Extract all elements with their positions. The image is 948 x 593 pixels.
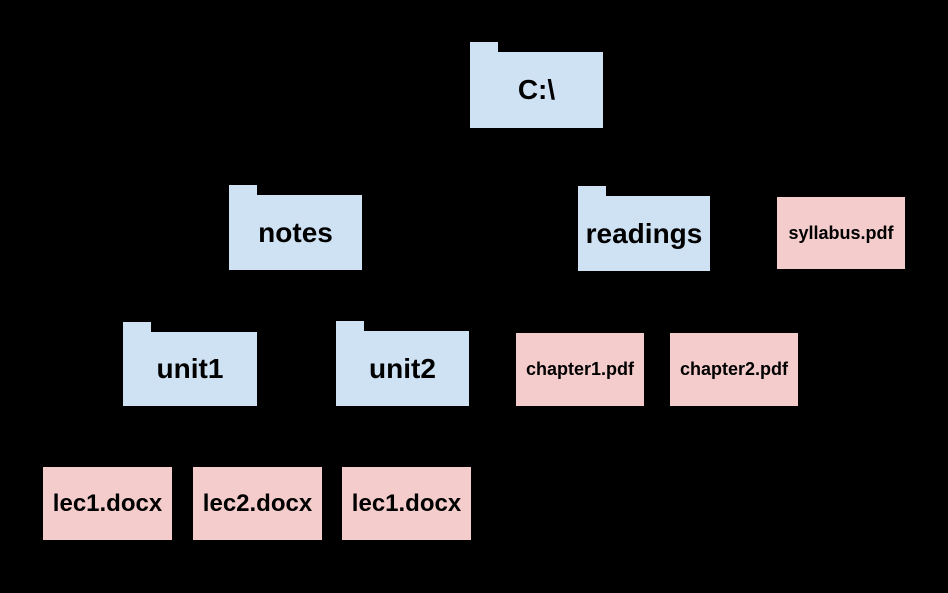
file-syllabus-pdf: syllabus.pdf <box>777 197 905 269</box>
folder-unit1-label: unit1 <box>156 353 224 384</box>
folder-c-drive: C:\ <box>470 42 603 128</box>
folder-unit1: unit1 <box>123 322 257 406</box>
folder-readings: readings <box>578 186 710 271</box>
file-lec1-docx-unit1: lec1.docx <box>43 467 172 540</box>
file-lec2-docx-unit1-label: lec2.docx <box>202 489 313 517</box>
file-lec1-docx-unit2: lec1.docx <box>342 467 471 540</box>
file-chapter2-pdf-label: chapter2.pdf <box>679 359 789 379</box>
folder-readings-label: readings <box>585 217 703 249</box>
folder-unit2-label: unit2 <box>369 352 436 384</box>
folder-c-drive-label: C:\ <box>517 74 556 105</box>
file-chapter2-pdf: chapter2.pdf <box>670 333 798 406</box>
folder-notes-label: notes <box>258 216 333 248</box>
file-syllabus-pdf-label: syllabus.pdf <box>788 222 894 243</box>
file-lec1-docx-unit1-label: lec1.docx <box>52 489 163 517</box>
folder-notes: notes <box>229 185 362 270</box>
file-chapter1-pdf-label: chapter1.pdf <box>525 359 635 379</box>
file-lec1-docx-unit2-label: lec1.docx <box>351 489 462 517</box>
file-chapter1-pdf: chapter1.pdf <box>516 333 644 406</box>
file-lec2-docx-unit1: lec2.docx <box>193 467 322 540</box>
folder-unit2: unit2 <box>336 321 469 406</box>
